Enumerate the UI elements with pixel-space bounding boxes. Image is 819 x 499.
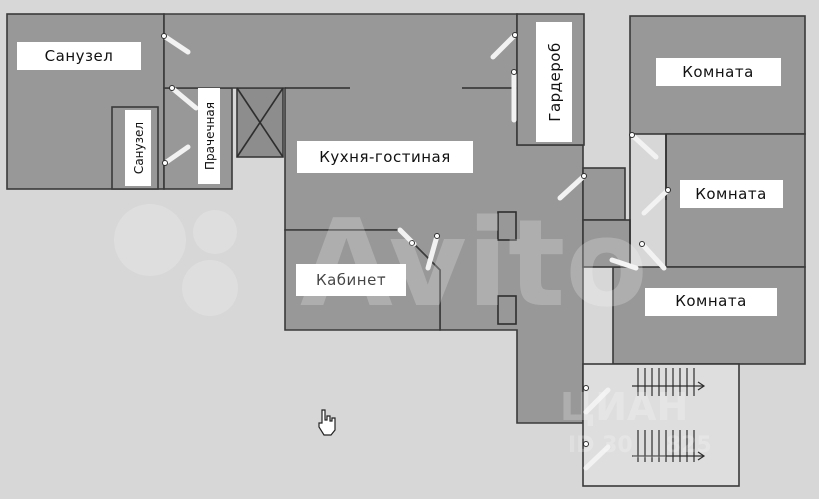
door bbox=[609, 257, 639, 271]
label-study: Кабинет bbox=[316, 271, 386, 289]
door bbox=[162, 144, 191, 166]
door bbox=[639, 241, 667, 271]
door bbox=[397, 227, 417, 247]
door bbox=[511, 69, 517, 123]
door bbox=[641, 187, 671, 216]
label-laundry: Прачечная bbox=[203, 102, 217, 170]
door bbox=[583, 441, 611, 471]
door bbox=[161, 33, 191, 55]
label-bathroom-main: Санузел bbox=[45, 47, 114, 65]
avito-watermark: Avito bbox=[300, 195, 648, 334]
door bbox=[490, 32, 518, 60]
label-wardrobe: Гардероб bbox=[546, 42, 564, 121]
door bbox=[557, 173, 587, 201]
door bbox=[425, 233, 440, 271]
cian-watermark: ЦИАН bbox=[560, 385, 688, 429]
corridor-right bbox=[582, 219, 631, 268]
label-bathroom-small: Санузел bbox=[132, 122, 146, 174]
label-room-top: Комната bbox=[682, 63, 754, 81]
stairwell bbox=[582, 363, 740, 487]
door bbox=[629, 132, 659, 160]
label-kitchen-living: Кухня-гостиная bbox=[319, 148, 450, 166]
door bbox=[169, 85, 199, 111]
doors bbox=[161, 32, 671, 471]
avito-logo-dots bbox=[114, 204, 186, 276]
label-room-bottom: Комната bbox=[675, 292, 747, 310]
label-room-middle: Комната bbox=[695, 185, 767, 203]
listing-number-watermark: ID 30___825 bbox=[568, 433, 712, 458]
hand-cursor-icon bbox=[318, 409, 336, 436]
door bbox=[583, 385, 611, 415]
room-labels: Санузел Санузел Прачечная Кухня-гостиная… bbox=[17, 22, 783, 316]
stairs bbox=[632, 368, 706, 462]
watermarks: Avito ЦИАН ID 30___825 bbox=[114, 195, 712, 458]
